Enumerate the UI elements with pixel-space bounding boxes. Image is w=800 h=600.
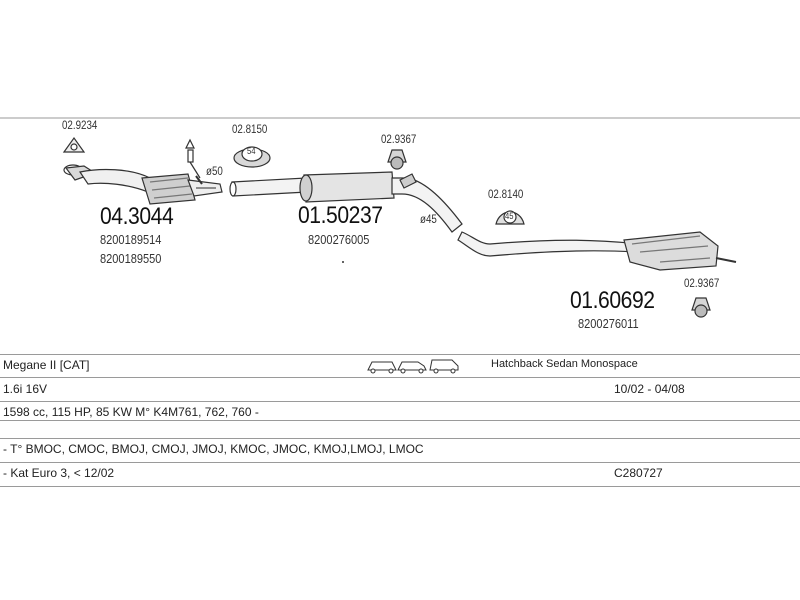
specs: 1598 cc, 115 HP, 85 KW M° K4M761, 762, 7… (3, 405, 259, 419)
row-divider (0, 354, 800, 355)
type-codes: - T° BMOC, CMOC, BMOJ, CMOJ, JMOJ, KMOC,… (3, 442, 424, 456)
hanger-icon-1 (387, 149, 407, 170)
gasket-label: 54 (247, 146, 256, 156)
hanger-2-label: 45 (505, 211, 514, 221)
clamp-icon (62, 136, 86, 153)
engine: 1.6i 16V (3, 382, 48, 396)
ref-code: C280727 (614, 466, 663, 480)
catalyst-part-no: 04.3044 (100, 203, 174, 230)
diameter-50: ø50 (206, 166, 223, 178)
hanger-2-code: 02.8140 (488, 189, 524, 201)
middle-oe: 8200276005 (308, 232, 370, 247)
front-pipe (63, 164, 151, 193)
rear-silencer-shape (457, 231, 737, 271)
catalyst-oe-2: 8200189550 (100, 251, 162, 266)
row-divider (0, 462, 800, 463)
lambda-sensor-shape (185, 138, 203, 185)
clamp-code: 02.9234 (62, 120, 98, 132)
hanger-icon-3 (691, 297, 711, 318)
row-divider (0, 420, 800, 421)
car-icons (367, 359, 459, 374)
catalyst-shape (141, 173, 223, 205)
diameter-45: ø45 (420, 214, 437, 226)
middle-silencer-shape (229, 171, 463, 233)
model-name: Megane II [CAT] (3, 358, 90, 372)
rear-part-no: 01.60692 (570, 287, 655, 314)
row-divider (0, 438, 800, 439)
hanger-3-code: 02.9367 (684, 278, 720, 290)
hanger-1-code: 02.9367 (381, 134, 417, 146)
row-divider (0, 486, 800, 487)
middle-part-no: 01.50237 (298, 202, 383, 229)
row-divider (0, 401, 800, 402)
gasket-code: 02.8150 (232, 124, 268, 136)
row-divider (0, 377, 800, 378)
kat-note: - Kat Euro 3, < 12/02 (3, 466, 115, 480)
years: 10/02 - 04/08 (614, 382, 685, 396)
hanger-icon-2 (495, 210, 525, 225)
catalyst-oe-1: 8200189514 (100, 232, 162, 247)
gasket-icon (233, 146, 271, 168)
body-types: Hatchback Sedan Monospace (491, 358, 638, 370)
rear-oe: 8200276011 (578, 316, 639, 331)
